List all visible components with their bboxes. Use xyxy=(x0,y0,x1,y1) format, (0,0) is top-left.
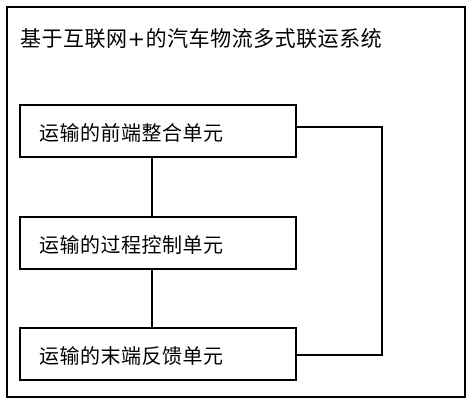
system-title: 基于互联网+的汽车物流多式联运系统 xyxy=(20,27,383,51)
feedback-loop-bottom xyxy=(297,354,383,356)
feedback-loop-right xyxy=(381,126,383,356)
connector-front-to-process xyxy=(151,158,153,216)
unit-process-control-label: 运输的过程控制单元 xyxy=(39,232,224,257)
unit-end-feedback: 运输的末端反馈单元 xyxy=(19,327,297,381)
feedback-loop-top xyxy=(297,126,383,128)
unit-end-feedback-label: 运输的末端反馈单元 xyxy=(39,343,224,368)
connector-process-to-end xyxy=(151,270,153,327)
unit-front-integration: 运输的前端整合单元 xyxy=(19,104,297,158)
unit-front-integration-label: 运输的前端整合单元 xyxy=(39,120,224,145)
unit-process-control: 运输的过程控制单元 xyxy=(19,216,297,270)
system-frame xyxy=(6,6,466,398)
